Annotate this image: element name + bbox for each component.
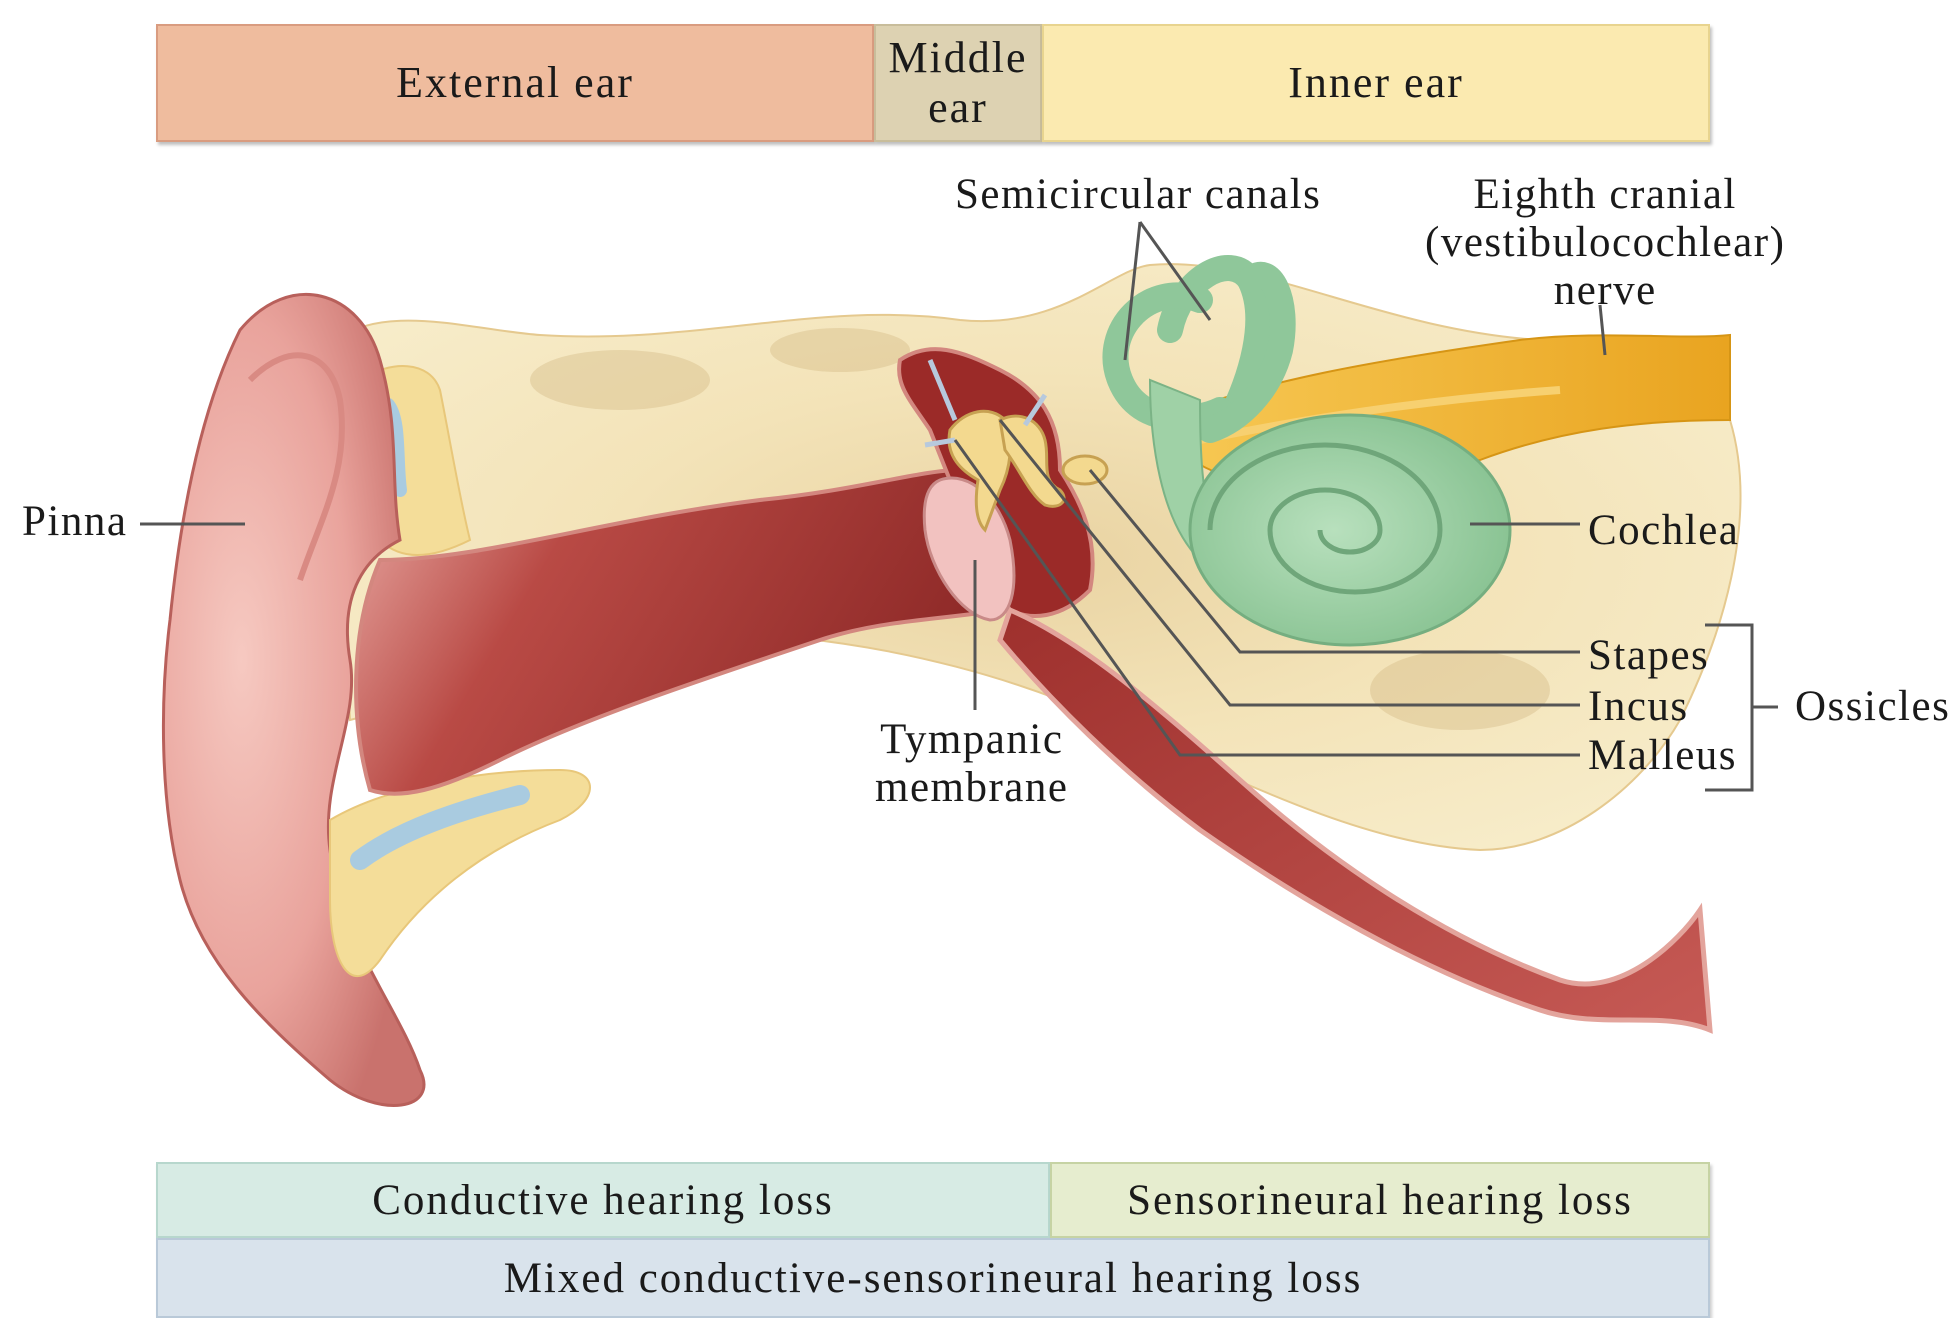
- tympanic-membrane-label: Tympanic membrane: [875, 716, 1068, 812]
- conductive-hearing-loss-label: Conductive hearing loss: [372, 1176, 834, 1225]
- cochlea-label: Cochlea: [1588, 507, 1739, 555]
- mixed-hearing-loss-band: Mixed conductive-sensorineural hearing l…: [156, 1238, 1710, 1318]
- conductive-hearing-loss-band: Conductive hearing loss: [156, 1162, 1050, 1238]
- ossicles-label: Ossicles: [1795, 683, 1950, 731]
- malleus-label: Malleus: [1588, 732, 1737, 780]
- pinna-label: Pinna: [22, 498, 127, 546]
- incus-label: Incus: [1588, 683, 1689, 731]
- sensorineural-hearing-loss-band: Sensorineural hearing loss: [1050, 1162, 1710, 1238]
- semicircular-canals-label: Semicircular canals: [955, 171, 1321, 219]
- mixed-hearing-loss-label: Mixed conductive-sensorineural hearing l…: [504, 1254, 1363, 1303]
- cartilage-lower: [330, 770, 590, 976]
- cochlea-shape: [1190, 415, 1510, 645]
- stapes-label: Stapes: [1588, 632, 1709, 680]
- eighth-cranial-nerve-label: Eighth cranial (vestibulocochlear) nerve: [1425, 171, 1785, 315]
- sensorineural-hearing-loss-label: Sensorineural hearing loss: [1127, 1176, 1633, 1225]
